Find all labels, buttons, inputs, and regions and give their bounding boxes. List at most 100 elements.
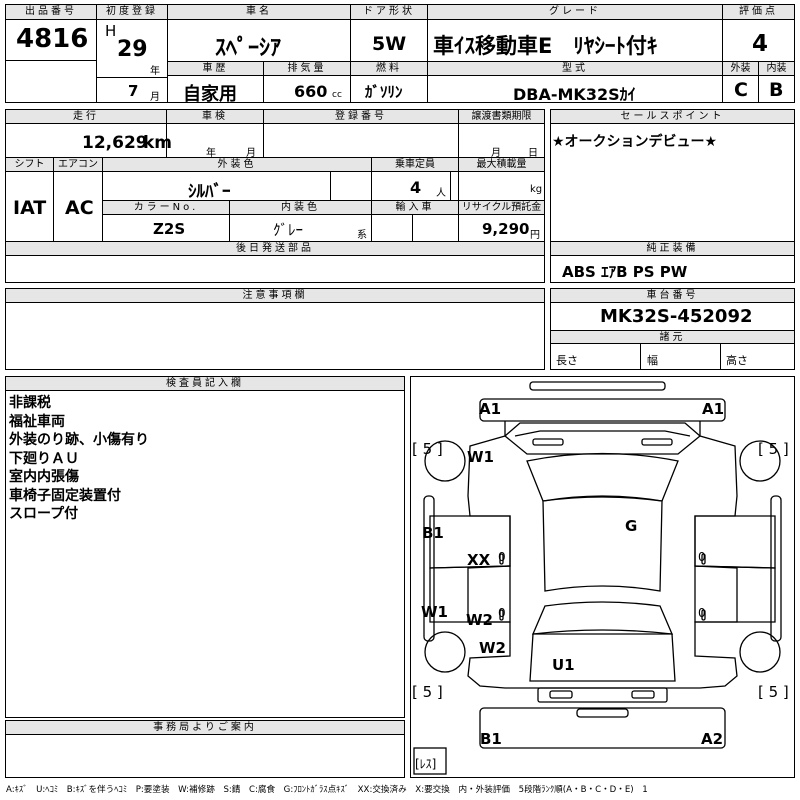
- sales-point-box: [550, 109, 795, 283]
- sales-point-label: セールスポイント: [551, 110, 794, 124]
- later-parts-label: 後日発送部品: [6, 242, 544, 256]
- model: DBA-MK32Sｶｲ: [513, 85, 636, 104]
- ac-label: エアコン: [54, 158, 102, 172]
- color-label: 外装色: [103, 158, 371, 172]
- damage-mark-u1: U1: [552, 656, 575, 674]
- notes-box: [5, 288, 545, 370]
- load-label: 最大積載量: [459, 158, 544, 172]
- ext-grade: C: [734, 79, 748, 101]
- mileage-label: 走行: [6, 110, 166, 124]
- door-type: 5W: [372, 33, 407, 55]
- tire-depth-rear-left: [ 5 ]: [412, 683, 443, 701]
- inspection-year-unit: 年: [206, 148, 216, 159]
- damage-mark-a1-left: A1: [479, 400, 502, 418]
- interior-color: ｸﾞﾚｰ: [273, 221, 304, 239]
- score-label: 評価点: [723, 5, 794, 20]
- tire-depth-rear-right: [ 5 ]: [758, 683, 789, 701]
- ac: AC: [65, 197, 94, 219]
- era: H: [105, 22, 117, 40]
- legend: A:ｷｽﾞ U:ﾍｺﾐ B:ｷｽﾞを伴うﾍｺﾐ P:要塗装 W:補修跡 S:錆 …: [6, 785, 648, 795]
- interior-color-unit: 系: [357, 230, 367, 241]
- damage-mark-xx: XX: [467, 551, 491, 569]
- color-no-label: カラーNo.: [103, 201, 229, 215]
- pillar-mark: 0: [698, 550, 706, 564]
- inspection-label: 車検: [167, 110, 263, 124]
- inspector-label: 検査員記入欄: [6, 377, 404, 391]
- score: 4: [752, 31, 769, 57]
- mileage-unit: km: [143, 133, 173, 153]
- height-label: 高さ: [726, 354, 748, 367]
- door-label: ドア形状: [351, 5, 427, 20]
- damage-mark-a1-right: A1: [702, 400, 725, 418]
- dimensions-label: 諸元: [551, 331, 794, 344]
- shift-label: シフト: [6, 158, 53, 172]
- displacement-unit: cc: [332, 90, 342, 100]
- grade-label: グレード: [428, 5, 722, 20]
- damage-mark-w2-b: W2: [479, 639, 506, 657]
- damage-mark-w1-top: W1: [467, 448, 494, 466]
- reg-month: 7: [128, 82, 139, 100]
- length-label: 長さ: [556, 354, 578, 367]
- fuel: ｶﾞｿﾘﾝ: [365, 83, 403, 101]
- damage-mark-g: G: [625, 517, 638, 535]
- int-label: 内装: [759, 62, 794, 76]
- recycle-label: リサイクル預託金: [459, 201, 544, 215]
- transfer-month-unit: 月: [491, 148, 501, 159]
- chassis-number: MK32S-452092: [600, 306, 753, 327]
- diagram-box: [410, 376, 795, 778]
- inspector-box: [5, 376, 405, 718]
- info-table: [5, 109, 545, 283]
- tire-depth-spare: [ﾚｽ]: [415, 757, 437, 771]
- int-grade: B: [769, 79, 784, 101]
- pillar-mark: 0: [698, 606, 706, 620]
- chassis-box: [550, 288, 795, 370]
- transfer-label: 譲渡書類期限: [459, 110, 544, 124]
- damage-mark-a2: A2: [701, 730, 724, 748]
- first-reg-label: 初度登録: [97, 5, 167, 20]
- tire-depth-front-left: [ 5 ]: [412, 440, 443, 458]
- reg-no-label: 登録番号: [264, 110, 458, 124]
- car-name: ｽﾍﾟｰｼｱ: [215, 36, 282, 61]
- notes-label: 注意事項欄: [6, 289, 544, 303]
- damage-mark-b1-side: B1: [422, 524, 444, 542]
- equipment-label: 純正装備: [551, 242, 794, 256]
- history-label: 車歴: [168, 62, 263, 76]
- displacement-label: 排気量: [264, 62, 350, 76]
- grade: 車ｲｽ移動車E ﾘﾔｼｰﾄ付ｷ: [433, 34, 658, 58]
- recycle-deposit: 9,290: [482, 220, 530, 238]
- capacity-label: 乗車定員: [372, 158, 458, 172]
- ext-label: 外装: [723, 62, 758, 76]
- lot-label: 出品番号: [6, 5, 96, 20]
- shift: IAT: [13, 197, 47, 219]
- fuel-label: 燃料: [351, 62, 427, 76]
- model-label: 型式: [428, 62, 722, 76]
- history: 自家用: [183, 84, 237, 105]
- office-label: 事務局よりご案内: [6, 721, 404, 735]
- capacity-unit: 人: [436, 188, 446, 199]
- damage-mark-w1-side: W1: [421, 603, 448, 621]
- chassis-label: 車台番号: [551, 289, 794, 303]
- displacement: 660: [294, 82, 328, 101]
- sales-point-text: ★オークションデビュー★: [552, 134, 718, 150]
- capacity: 4: [410, 178, 422, 197]
- load-unit: kg: [530, 184, 543, 195]
- inspector-remarks: 非課税 福祉車両 外装のり跡、小傷有り 下廻りＡＵ 室内内張傷 車椅子固定装置付…: [9, 395, 149, 522]
- pillar-mark: 0: [498, 550, 506, 564]
- equipment: ABS ｴｱB PS PW: [562, 263, 688, 281]
- lot-number: 4816: [16, 24, 89, 54]
- damage-mark-b1-bottom: B1: [480, 730, 502, 748]
- exterior-color: ｼﾙﾊﾞｰ: [188, 182, 231, 202]
- damage-mark-w2-a: W2: [466, 611, 493, 629]
- width-label: 幅: [647, 354, 658, 367]
- inspection-month-unit: 月: [246, 148, 256, 159]
- header-table: [5, 4, 795, 103]
- car-diagram: [413, 381, 782, 775]
- office-box: [5, 720, 405, 778]
- mileage: 12,629: [82, 133, 148, 153]
- year-unit: 年: [150, 66, 160, 77]
- reg-year: 29: [117, 37, 148, 62]
- tire-depth-front-right: [ 5 ]: [758, 440, 789, 458]
- recycle-unit: 円: [530, 230, 540, 241]
- pillar-mark: 0: [498, 606, 506, 620]
- transfer-day-unit: 日: [528, 148, 538, 159]
